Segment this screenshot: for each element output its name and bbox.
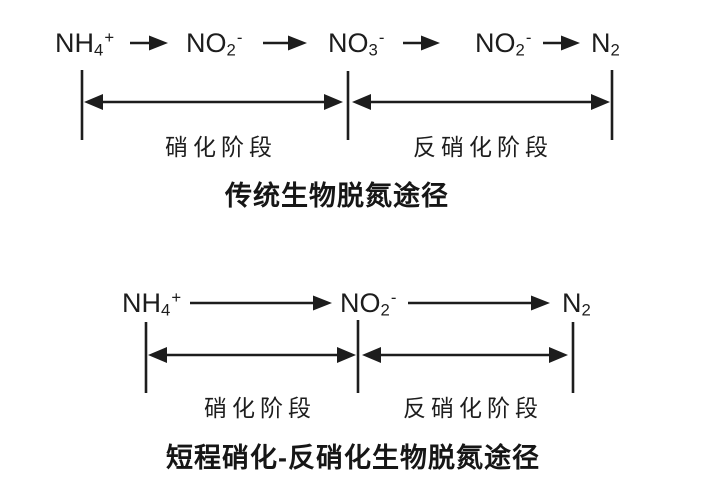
formula-subscript: 2	[515, 40, 525, 60]
reaction-arrow-icon	[403, 35, 440, 51]
formula-main: NH	[55, 28, 94, 58]
formula-subscript: 2	[610, 40, 620, 60]
species-formula-no2: NO2-	[340, 287, 397, 320]
stage-label-nitrification: 硝化阶段	[204, 395, 316, 421]
reaction-arrow-icon	[543, 35, 580, 51]
formula-subscript: 2	[226, 40, 236, 60]
formula-subscript: 3	[368, 40, 378, 60]
stage-label-denitrification: 反硝化阶段	[413, 134, 553, 160]
formula-main: N	[591, 28, 611, 58]
stage-extent-arrow-icon	[84, 94, 343, 110]
species-formula-no2: NO2-	[475, 27, 532, 60]
species-formula-no2: NO2-	[186, 27, 243, 60]
species-formula-n2: N2	[562, 288, 591, 320]
formula-main: NH	[122, 288, 161, 318]
formula-superscript: +	[104, 27, 115, 47]
reaction-arrow-icon	[130, 35, 168, 51]
bottom-diagram-title: 短程硝化-反硝化生物脱氮途径	[166, 443, 540, 473]
formula-subscript: 4	[94, 40, 104, 60]
formula-superscript: -	[390, 287, 397, 307]
formula-main: NO	[328, 28, 369, 58]
species-formula-n2: N2	[591, 28, 620, 60]
formula-subscript: 2	[380, 300, 390, 320]
formula-subscript: 4	[161, 300, 171, 320]
formula-superscript: -	[378, 27, 385, 47]
reaction-arrow-icon	[263, 35, 307, 51]
reaction-arrow-icon	[190, 295, 332, 311]
formula-superscript: +	[171, 287, 182, 307]
formula-main: N	[562, 288, 582, 318]
stage-label-nitrification: 硝化阶段	[165, 134, 277, 160]
species-formula-nh4: NH4+	[122, 287, 182, 320]
formula-main: NO	[475, 28, 516, 58]
stage-extent-arrow-icon	[362, 347, 568, 363]
reaction-arrow-icon	[408, 295, 550, 311]
top-diagram-title: 传统生物脱氮途径	[225, 181, 449, 211]
formula-subscript: 2	[581, 300, 591, 320]
formula-main: NO	[186, 28, 227, 58]
species-formula-no3: NO3-	[328, 27, 385, 60]
formula-main: NO	[340, 288, 381, 318]
formula-superscript: -	[525, 27, 532, 47]
stage-label-denitrification: 反硝化阶段	[403, 395, 543, 421]
species-formula-nh4: NH4+	[55, 27, 115, 60]
stage-extent-arrow-icon	[148, 347, 356, 363]
stage-extent-arrow-icon	[352, 94, 610, 110]
formula-superscript: -	[236, 27, 243, 47]
